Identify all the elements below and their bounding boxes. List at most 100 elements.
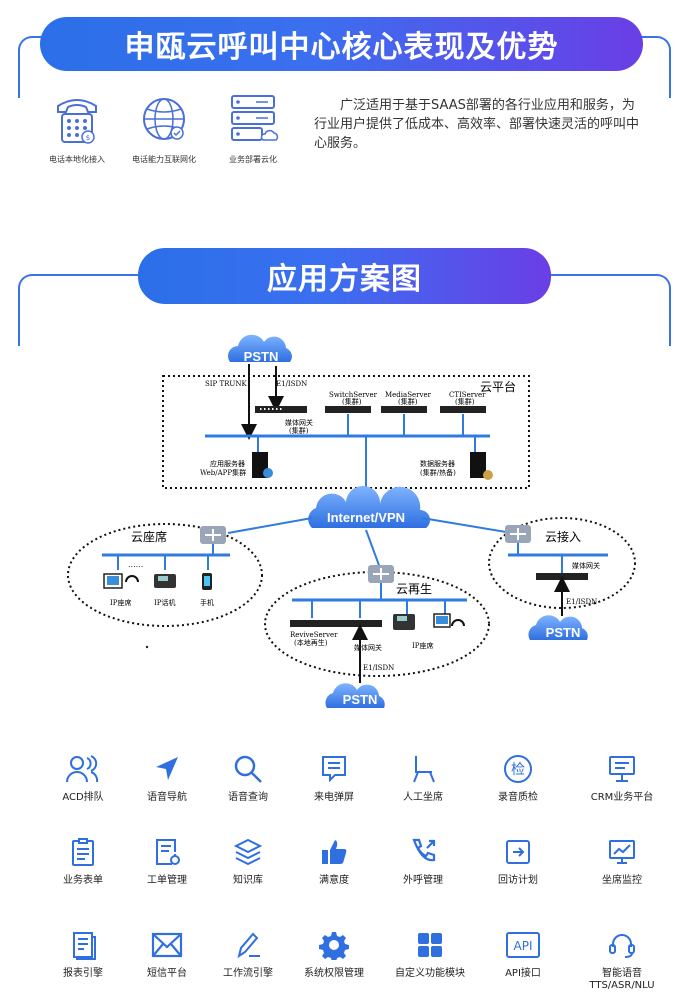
revive-server-label: ReviveServer — [290, 631, 338, 639]
feature-label: 语音导航 — [147, 792, 187, 803]
satisfaction-icon — [289, 835, 379, 869]
feature-sms: 短信平台 — [122, 928, 212, 980]
e1-isdn-regen-label: E1/ISDN — [363, 664, 394, 672]
router-access — [505, 525, 531, 543]
feature-callback: 回访计划 — [473, 835, 563, 887]
section1-description: 广泛适用于基于SAAS部署的各行业应用和服务，为行业用户提供了低成本、高效率、部… — [314, 98, 640, 151]
feature-outbound: 外呼管理 — [378, 835, 468, 887]
feature-globe: 电话能力互联网化 — [129, 92, 199, 165]
architecture-diagram: 云平台 PSTN SIP TRUNK E1/ISDN 媒体网关 (集群) Swi… — [67, 334, 636, 708]
ip-seat-pc — [103, 573, 139, 589]
feature-label: 人工坐席 — [403, 792, 443, 803]
globe-network-icon — [129, 92, 199, 150]
feature-voice-nav: 语音导航 — [122, 752, 212, 804]
feature-label: API接口 — [505, 968, 541, 979]
ticket-management-icon — [122, 835, 212, 869]
section2-banner: 应用方案图 — [138, 248, 551, 304]
feature-label: 业务表单 — [63, 875, 103, 886]
workflow-engine-icon — [203, 928, 293, 962]
pstn-access-label: PSTN — [546, 625, 581, 640]
feature-label: 报表引擎 — [63, 968, 103, 979]
switch-server-label: SwitchServer — [329, 391, 378, 399]
permission-management-icon — [289, 928, 379, 962]
crm-platform-icon — [577, 752, 667, 786]
section2-title: 应用方案图 — [267, 262, 422, 297]
acd-queue-icon — [38, 752, 128, 786]
feature-label: 回访计划 — [498, 875, 538, 886]
media-gateway-regen-device — [336, 620, 382, 627]
quality-check-glyph: 检 — [511, 762, 525, 778]
pstn-cloud-access: PSTN — [528, 615, 588, 640]
custom-module-icon — [385, 928, 475, 962]
feature-permission: 系统权限管理 — [289, 928, 379, 980]
media-server-label: MediaServer — [385, 391, 432, 399]
cloud-platform-box — [162, 375, 530, 489]
feature-label: 系统权限管理 — [304, 968, 364, 979]
e1-isdn-top-label: E1/ISDN — [276, 380, 307, 388]
feature-workflow: 工作流引擎 — [203, 928, 293, 980]
smart-voice-label: 智能语音 — [602, 968, 642, 979]
cloud-access-label: 云接入 — [545, 529, 581, 544]
revive-server-sub: (本地再生) — [294, 638, 328, 647]
feature-label: 工作流引擎 — [223, 968, 273, 979]
quality-check-icon: 检 — [473, 752, 563, 786]
feature-seat-monitor: 坐席监控 — [577, 835, 667, 887]
section1-title: 申瓯云呼叫中心核心表现及优势 — [124, 30, 559, 65]
media-gateway-cluster-label: 媒体网关 — [285, 418, 313, 427]
api-glyph: API — [514, 939, 533, 953]
knowledge-base-icon — [203, 835, 293, 869]
pstn-cloud-top: PSTN — [228, 334, 292, 364]
cti-server-label: CTIServer — [449, 391, 486, 399]
feature-label: 工单管理 — [147, 875, 187, 886]
section1-banner: 申瓯云呼叫中心核心表现及优势 — [40, 17, 643, 71]
feature-label: 短信平台 — [147, 968, 187, 979]
feature-knowledge: 知识库 — [203, 835, 293, 887]
telephone-icon: $ — [42, 92, 112, 150]
smart-voice-icon — [577, 928, 667, 962]
e1-isdn-access-label: E1/ISDN — [566, 598, 597, 606]
ip-seat-regen-label: IP座席 — [412, 641, 433, 650]
pstn-regen-label: PSTN — [343, 692, 378, 707]
media-gateway-cluster-sub: (集群) — [289, 426, 309, 435]
router-regen — [368, 565, 394, 583]
data-server-label: 数据服务器 — [420, 459, 455, 468]
switch-server-device — [325, 406, 371, 413]
media-gateway-access-label: 媒体网关 — [572, 561, 600, 570]
feature-label: 满意度 — [319, 875, 349, 886]
seat-monitor-icon — [577, 835, 667, 869]
app-server-label: 应用服务器 — [210, 459, 245, 468]
cloud-access-zone — [488, 517, 636, 609]
sip-trunk-label: SIP TRUNK — [205, 380, 247, 388]
agent-seat-icon — [378, 752, 468, 786]
ip-seat-label: IP座席 — [110, 598, 131, 607]
regen-phone — [393, 614, 415, 630]
ip-phone-device — [154, 574, 176, 588]
cti-server-device — [440, 406, 486, 413]
business-form-icon — [38, 835, 128, 869]
icon-label-telephone: 电话本地化接入 — [49, 155, 105, 164]
icon-label-globe: 电话能力互联网化 — [132, 155, 196, 164]
mobile-device — [202, 573, 212, 590]
icon-label-server: 业务部署云化 — [229, 155, 277, 164]
regen-pc — [433, 613, 465, 628]
outbound-call-icon — [378, 835, 468, 869]
svg-text:$: $ — [86, 134, 90, 142]
switch-server-sub: (集群) — [342, 397, 362, 406]
feature-label: ACD排队 — [62, 792, 104, 803]
app-server-sub: Web/APP集群 — [200, 468, 246, 477]
media-gateway-access-device — [536, 573, 588, 580]
pstn-top-label: PSTN — [244, 349, 279, 364]
screen-pop-icon — [289, 752, 379, 786]
feature-report: 报表引擎 — [38, 928, 128, 980]
feature-quality: 检 录音质检 — [473, 752, 563, 804]
feature-satisfaction: 满意度 — [289, 835, 379, 887]
feature-label: 录音质检 — [498, 792, 538, 803]
feature-business-form: 业务表单 — [38, 835, 128, 887]
cloud-platform-label: 云平台 — [480, 379, 516, 394]
feature-label: 知识库 — [233, 875, 263, 886]
smart-voice-sublabel: TTS/ASR/NLU — [589, 980, 655, 991]
feature-label: 语音查询 — [228, 792, 268, 803]
feature-label: CRM业务平台 — [590, 792, 654, 803]
callback-plan-icon — [473, 835, 563, 869]
